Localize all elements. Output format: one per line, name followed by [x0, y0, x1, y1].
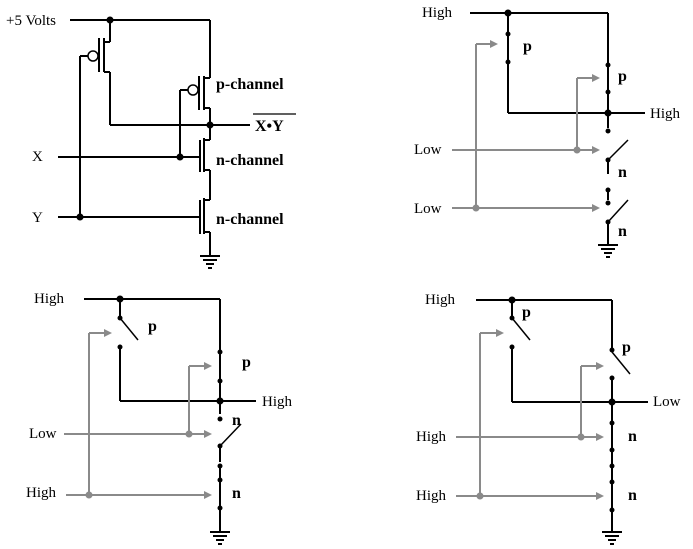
- n-switch-open: [607, 139, 629, 161]
- n-label-1: n: [618, 164, 627, 181]
- input-1-label: High: [416, 429, 447, 445]
- contact-dot: [217, 505, 223, 511]
- arrow-right-icon: [204, 491, 212, 499]
- n-switch-open: [607, 199, 629, 223]
- panel-1-transistor-schematic: +5 Volts p-channel X•Y X: [6, 13, 296, 269]
- input-2-label: High: [26, 485, 57, 501]
- panel-4-switch-model: High p p Low n n: [416, 292, 681, 545]
- p-label-1: p: [523, 38, 532, 55]
- output-state-label: High: [262, 394, 293, 410]
- p-channel-label: p-channel: [216, 76, 284, 93]
- arrow-right-icon: [204, 430, 212, 438]
- top-rail-label: High: [422, 5, 453, 21]
- inverting-bubble: [87, 50, 99, 62]
- n-switch-open: [219, 423, 242, 447]
- arrow-right-icon: [496, 329, 504, 337]
- input-x-label: X: [32, 149, 43, 165]
- n-channel-label-2: n-channel: [216, 211, 284, 228]
- arrow-right-icon: [596, 362, 604, 370]
- ground-icon: [602, 531, 622, 545]
- arrow-right-icon: [204, 362, 212, 370]
- p-switch-open: [611, 351, 631, 375]
- junction-dot: [76, 213, 84, 221]
- contact-dot: [217, 477, 223, 483]
- contact-dot: [605, 200, 611, 206]
- n-channel-label-1: n-channel: [216, 152, 284, 169]
- n-label-2: n: [232, 485, 241, 502]
- contact-dot: [217, 378, 223, 384]
- top-rail-label: High: [34, 291, 65, 307]
- panel-3-switch-model: High p p High n n: [26, 291, 293, 545]
- contact-dot: [605, 89, 611, 95]
- output-label: X•Y: [255, 118, 284, 135]
- arrow-right-icon: [596, 433, 604, 441]
- arrow-right-icon: [592, 146, 600, 154]
- inverting-bubble: [187, 84, 199, 96]
- contact-dot: [217, 349, 223, 355]
- input-1-label: Low: [414, 142, 442, 158]
- supply-voltage-label: +5 Volts: [6, 13, 56, 29]
- input-1-label: Low: [29, 426, 57, 442]
- top-rail-label: High: [425, 292, 456, 308]
- arrow-right-icon: [596, 492, 604, 500]
- contact-dot: [505, 31, 511, 37]
- ground-icon: [200, 255, 220, 269]
- output-state-label: Low: [653, 394, 681, 410]
- contact-dot: [605, 128, 611, 134]
- n-label-1: n: [628, 428, 637, 445]
- n-label-2: n: [618, 223, 627, 240]
- arrow-right-icon: [490, 40, 498, 48]
- junction-dot: [176, 153, 184, 161]
- contact-dot: [609, 479, 615, 485]
- ground-icon: [598, 244, 618, 258]
- arrow-right-icon: [592, 204, 600, 212]
- output-junction-dot: [206, 121, 214, 129]
- p-switch-open: [119, 317, 139, 341]
- contact-dot: [217, 416, 223, 422]
- input-y-label: Y: [32, 210, 43, 226]
- output-state-label: High: [650, 106, 681, 122]
- arrow-right-icon: [592, 74, 600, 82]
- contact-dot: [609, 463, 615, 469]
- panel-2-switch-model: High p p High n n: [414, 5, 681, 258]
- p-switch-open: [511, 317, 531, 341]
- p-label-2: p: [242, 354, 251, 371]
- n-label-1: n: [232, 412, 241, 429]
- input-2-label: Low: [414, 201, 442, 217]
- contact-dot: [609, 347, 615, 353]
- p-label-1: p: [522, 304, 531, 321]
- contact-dot: [505, 59, 511, 65]
- p-label-2: p: [618, 68, 627, 85]
- contact-dot: [609, 420, 615, 426]
- n-label-2: n: [628, 487, 637, 504]
- contact-dot: [605, 62, 611, 68]
- p-label-1: p: [148, 318, 157, 335]
- input-2-label: High: [416, 488, 447, 504]
- contact-dot: [609, 447, 615, 453]
- ground-icon: [210, 531, 230, 545]
- arrow-right-icon: [104, 329, 112, 337]
- p-label-2: p: [622, 339, 631, 356]
- contact-dot: [609, 507, 615, 513]
